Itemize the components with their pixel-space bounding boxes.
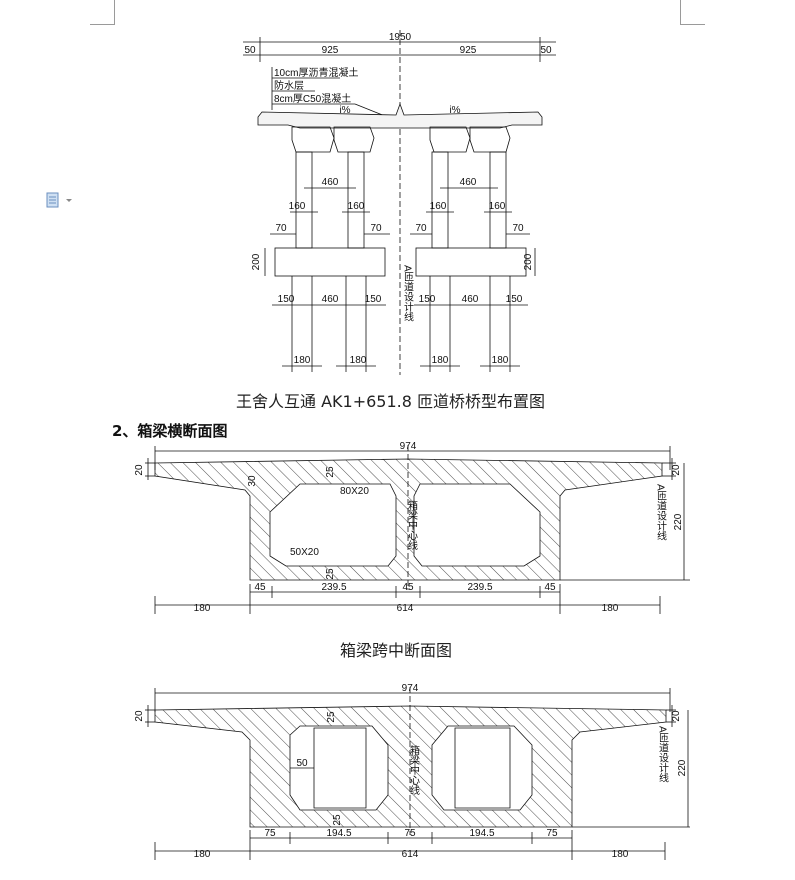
- box-girder-midspan-caption: 箱梁跨中断面图: [340, 641, 453, 660]
- layer-concrete-label: 8cm厚C50混凝土: [274, 92, 351, 105]
- bridge-layout-caption: 王舍人互通 AK1+651.8 匝道桥桥型布置图: [236, 392, 546, 411]
- dim-offset-70-a: 70: [275, 223, 287, 234]
- centerline-label-a-ramp: A匝道设计线: [402, 265, 414, 322]
- a-ramp-centerline-label: A匝道设计线: [655, 484, 667, 541]
- document-icon[interactable]: [46, 192, 76, 210]
- dim-edge-right-50: 50: [540, 45, 552, 56]
- dim-bottom-460-left: 460: [322, 294, 339, 305]
- box-girder-midspan-drawing: 974 20 20 25 50 25 箱梁中心线 A匝道设计线 220 75 1…: [134, 683, 690, 860]
- dim-cell-right-239-5: 239.5: [467, 582, 492, 593]
- dim-offset-70-b: 70: [370, 223, 382, 234]
- a-ramp-centerline-label-midspan: A匝道设计线: [657, 726, 669, 783]
- dim-top-slab-midspan: 25: [326, 711, 337, 723]
- dim-pile-180-b: 180: [350, 355, 367, 366]
- dim-pier-spacing-right: 460: [460, 177, 477, 188]
- dim-haunch: 30: [247, 475, 258, 487]
- box-girder-section-drawing: 974 20 20 25 30 80X20 50X20 25 箱梁中心线 A匝道…: [134, 441, 690, 614]
- dim-bottom-slab: 25: [325, 568, 336, 580]
- page-margin-mark-top-right: [680, 0, 705, 25]
- bridge-layout-drawing: 1950 50 925 925 50 10cm厚沥青混凝土 防水层 8cm厚C5…: [243, 30, 556, 375]
- dim-pile-180-a: 180: [294, 355, 311, 366]
- dim-edge-thickness-left-midspan: 20: [134, 710, 145, 722]
- dim-edge-thickness-left: 20: [134, 464, 145, 476]
- dim-bottom-150-a: 150: [278, 294, 295, 305]
- dim-edge-thickness-right: 20: [671, 464, 682, 476]
- dim-pile-180-c: 180: [432, 355, 449, 366]
- chamfer-top-label: 80X20: [340, 486, 369, 497]
- dim-bottom-150-b: 150: [365, 294, 382, 305]
- page-margin-mark-top-left: [90, 0, 115, 25]
- slope-left-label: i%: [339, 105, 350, 116]
- dim-inner-web-50: 50: [296, 758, 308, 769]
- dim-left-cantilever-180-midspan: 180: [194, 849, 211, 860]
- dim-pier-spacing-left: 460: [322, 177, 339, 188]
- dim-bottom-150-c: 150: [419, 294, 436, 305]
- dim-half-right-925: 925: [460, 45, 477, 56]
- dim-web-span-614: 614: [397, 603, 414, 614]
- dim-offset-70-d: 70: [512, 223, 524, 234]
- dim-bottom-460-right: 460: [462, 294, 479, 305]
- dim-right-cantilever-180-midspan: 180: [612, 849, 629, 860]
- dim-total-974: 974: [400, 441, 417, 452]
- dim-half-left-925: 925: [322, 45, 339, 56]
- dim-offset-70-c: 70: [415, 223, 427, 234]
- dim-edge-left-50: 50: [244, 45, 256, 56]
- dim-cap-height-left: 200: [251, 253, 262, 270]
- dim-top-slab: 25: [325, 466, 336, 478]
- dim-height-220-midspan: 220: [677, 759, 688, 776]
- dim-bottom-150-d: 150: [506, 294, 523, 305]
- dim-total-974-midspan: 974: [402, 683, 419, 694]
- dim-cell-right-194-5: 194.5: [469, 828, 494, 839]
- dim-cell-left-194-5: 194.5: [326, 828, 351, 839]
- dim-column-160-d: 160: [489, 201, 506, 212]
- dim-web-right-45: 45: [544, 582, 556, 593]
- dim-cell-left-239-5: 239.5: [321, 582, 346, 593]
- chamfer-bottom-label: 50X20: [290, 547, 319, 558]
- layer-waterproof-label: 防水层: [274, 79, 304, 92]
- dim-column-160-c: 160: [430, 201, 447, 212]
- slope-right-label: i%: [449, 105, 460, 116]
- dim-web-left-45: 45: [254, 582, 266, 593]
- dim-edge-thickness-right-midspan: 20: [671, 710, 682, 722]
- dim-web-mid-45: 45: [402, 582, 414, 593]
- box-centerline-label: 箱梁中心线: [406, 499, 418, 550]
- dim-cap-height-right: 200: [523, 253, 534, 270]
- dim-web-left-75: 75: [264, 828, 276, 839]
- dim-pile-180-d: 180: [492, 355, 509, 366]
- dim-left-cantilever-180: 180: [194, 603, 211, 614]
- section-heading-box-girder: 2、箱梁横断面图: [112, 422, 228, 440]
- dim-height-220: 220: [673, 513, 684, 530]
- dim-column-160-a: 160: [289, 201, 306, 212]
- layer-asphalt-label: 10cm厚沥青混凝土: [274, 66, 358, 79]
- box-centerline-label-midspan: 箱梁中心线: [408, 744, 420, 795]
- dim-column-160-b: 160: [348, 201, 365, 212]
- dim-right-cantilever-180: 180: [602, 603, 619, 614]
- dim-web-span-614-midspan: 614: [402, 849, 419, 860]
- dim-web-right-75: 75: [546, 828, 558, 839]
- dim-total-1950: 1950: [389, 32, 412, 43]
- dim-bottom-slab-midspan: 25: [332, 814, 343, 826]
- dim-web-mid-75: 75: [404, 828, 416, 839]
